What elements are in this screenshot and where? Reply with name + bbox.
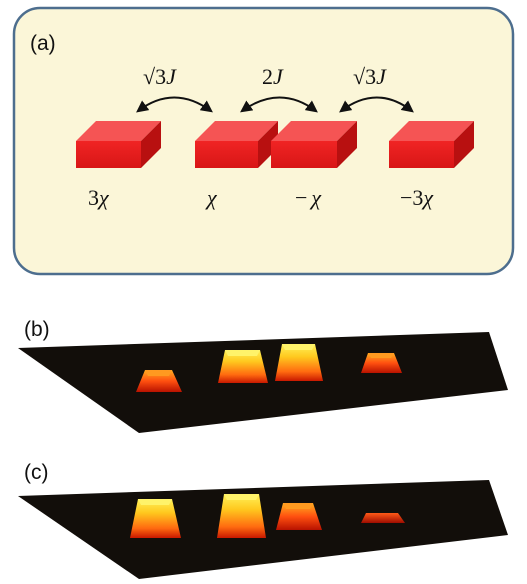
svg-text:2J: 2J [262,64,284,89]
coupling-arrow-1 [136,96,213,113]
panel-a-label: (a) [30,32,56,55]
coupling-label-3: √3J [353,64,387,89]
coupling-label-1: √3J [143,64,177,89]
panel-c-peak-3 [276,503,322,530]
panel-b-peak-2 [218,350,268,383]
panel-b: (b) [18,318,508,433]
panel-c-label: (c) [24,461,49,484]
panel-b-label: (b) [24,318,50,341]
waveguide-block-3 [271,121,357,168]
panel-c-peak-1 [130,499,181,538]
detuning-label-3: −χ [295,185,322,210]
waveguide-block-1 [76,121,161,168]
panel-c-peak-4 [361,513,405,523]
panel-b-peak-1 [136,370,182,392]
detuning-label-2: χ [205,185,218,210]
panel-b-peak-3 [275,344,323,381]
panel-c-peak-2 [217,494,266,538]
coupling-arrow-2 [240,96,318,113]
panel-a: (a) √3J 2J √3J [12,6,515,276]
waveguide-block-2 [195,121,278,168]
svg-text:√3J: √3J [143,64,177,89]
panel-b-peak-4 [361,353,402,373]
panel-c: (c) [18,461,508,579]
svg-text:√3J: √3J [353,64,387,89]
waveguide-block-4 [389,121,474,168]
coupling-label-2: 2J [262,64,284,89]
detuning-label-4: −3χ [400,185,434,210]
detuning-label-1: 3χ [88,185,110,210]
coupling-arrow-3 [339,96,414,113]
